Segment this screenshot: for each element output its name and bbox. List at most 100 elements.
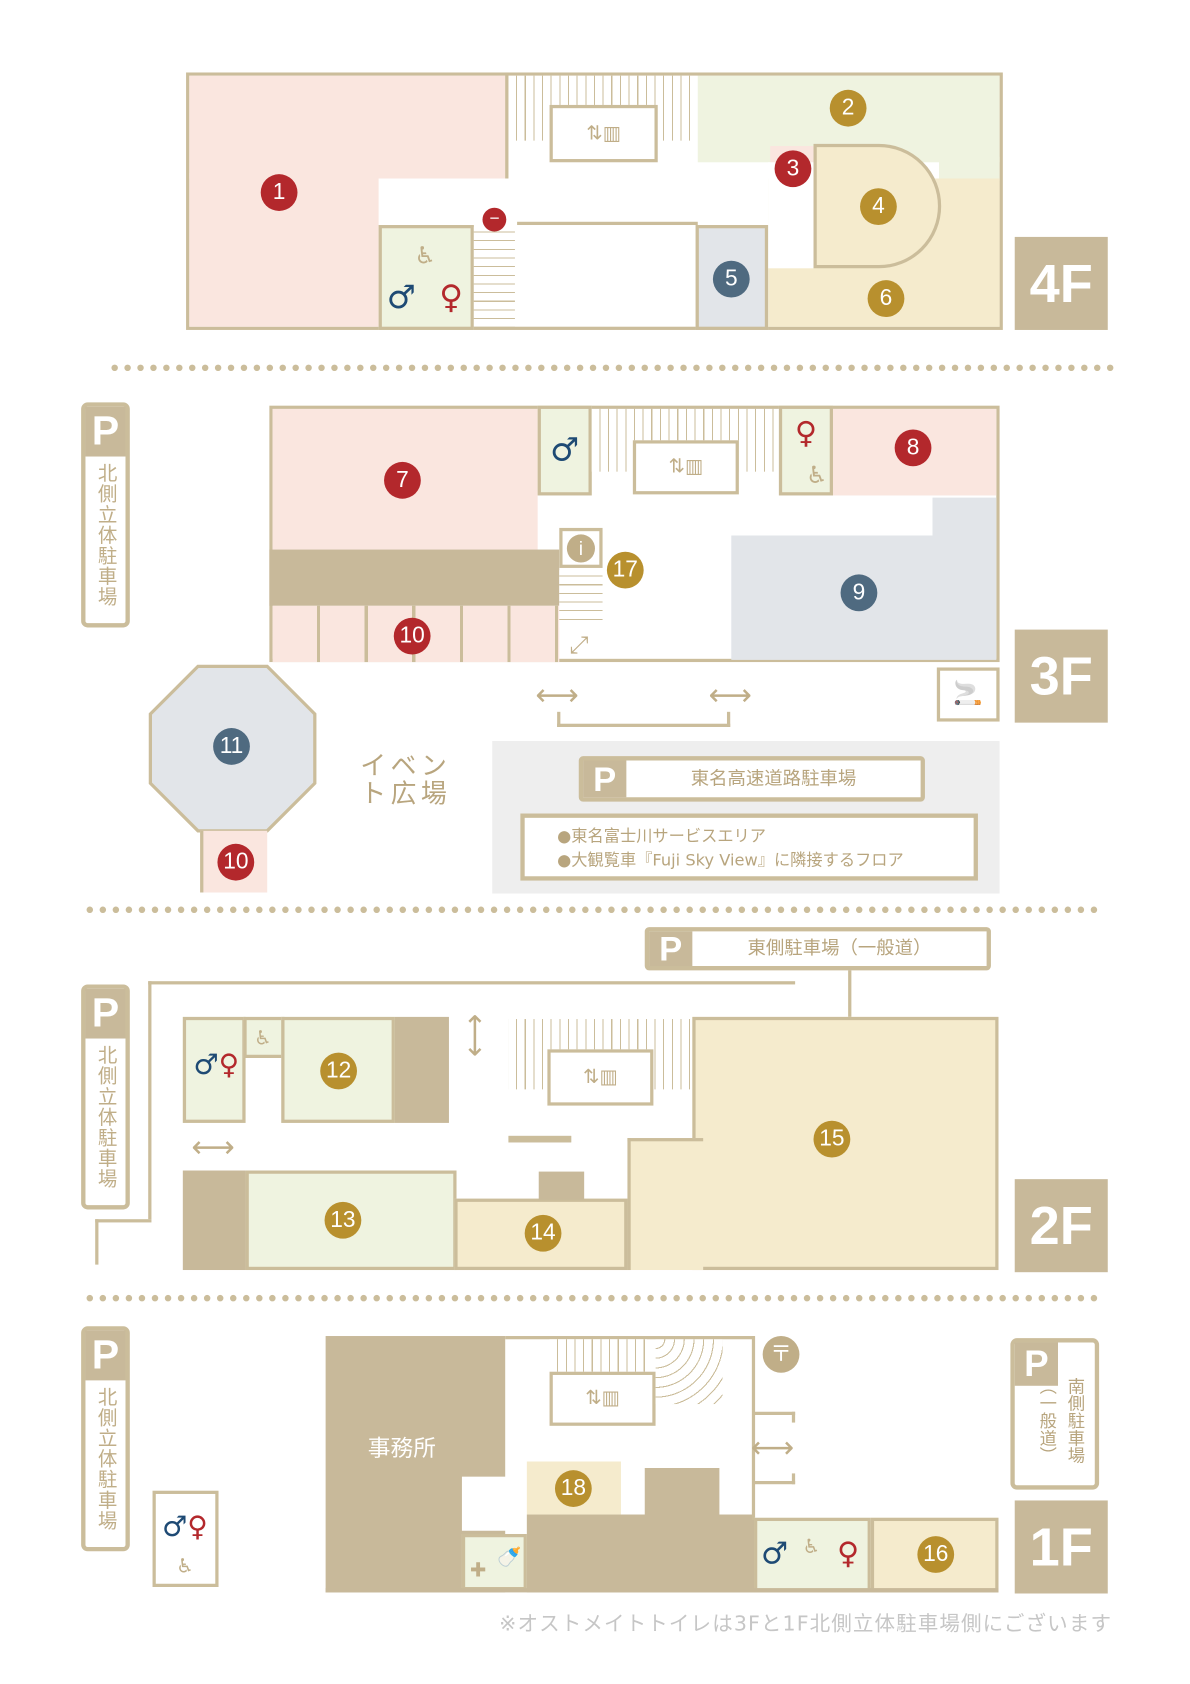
male-toilet-icon: ♂ xyxy=(386,278,416,317)
restroom-2f[interactable] xyxy=(182,1016,246,1123)
elevator-icon: ⇅▥ xyxy=(547,1049,654,1106)
south-parking-label: 南側駐車場（一般道） xyxy=(1036,1377,1086,1464)
north-parking-label: 北側立体駐車場 xyxy=(94,1045,118,1189)
back-area xyxy=(538,1171,585,1200)
shop-marker-9[interactable]: 9 xyxy=(840,574,878,612)
no-entry-icon: − xyxy=(482,207,507,232)
back-area xyxy=(394,1016,449,1123)
floor-label-3f[interactable]: 3F xyxy=(1014,629,1108,723)
escalator-icon: ⤢ xyxy=(569,632,589,660)
shop-marker-13[interactable]: 13 xyxy=(324,1201,362,1239)
walkway-outline xyxy=(148,981,796,1220)
floor-label-2f[interactable]: 2F xyxy=(1014,1179,1108,1273)
wheelchair-icon: ♿ xyxy=(802,1535,821,1559)
back-area xyxy=(182,1170,246,1271)
info-icon: i xyxy=(566,534,595,563)
entrance-arrow-icon: ⟷ xyxy=(458,1013,494,1057)
information-counter[interactable]: i xyxy=(559,527,603,568)
parking-p-icon: P xyxy=(85,988,126,1039)
shop-marker-1[interactable]: 1 xyxy=(260,174,298,211)
event-plaza-label: イベント広場 xyxy=(360,750,452,810)
wall xyxy=(754,1411,796,1423)
shop-marker-5[interactable]: 5 xyxy=(712,260,750,298)
shop-marker-3[interactable]: 3 xyxy=(774,150,812,188)
restroom-icon: ♂♀ xyxy=(193,1049,240,1082)
office-label: 事務所 xyxy=(367,1435,436,1462)
shop-marker-14[interactable]: 14 xyxy=(524,1214,562,1252)
wall xyxy=(505,72,509,179)
parking-p-icon: P xyxy=(85,406,126,457)
stairs xyxy=(473,227,515,327)
shop-marker-12[interactable]: 12 xyxy=(320,1052,357,1090)
entrance-arrow-icon: ⟷ xyxy=(191,1128,235,1165)
entrance-arrow-icon: ⟷ xyxy=(750,1429,795,1466)
back-area xyxy=(269,549,560,606)
stairs xyxy=(549,1339,647,1374)
wheelchair-icon: ♿ xyxy=(176,1555,194,1578)
wall xyxy=(754,1473,796,1485)
shop-marker-2[interactable]: 2 xyxy=(829,89,867,127)
east-parking-sign[interactable]: P 東側駐車場（一般道） xyxy=(644,927,991,971)
baby-bottle-icon: 🍼 xyxy=(497,1546,522,1570)
north-parking-sign-1f[interactable]: P 北側立体駐車場 xyxy=(81,1326,130,1552)
floor-label-4f[interactable]: 4F xyxy=(1014,236,1108,330)
floor-label-1f[interactable]: 1F xyxy=(1014,1500,1108,1594)
south-parking-sign[interactable]: P 南側駐車場（一般道） xyxy=(1010,1338,1100,1490)
female-toilet-icon: ♀ xyxy=(439,278,464,317)
north-parking-sign-3f[interactable]: P 北側立体駐車場 xyxy=(81,402,130,628)
restroom-4f[interactable] xyxy=(378,225,474,330)
spiral-stairs xyxy=(655,1339,723,1405)
shop-marker-11[interactable]: 11 xyxy=(213,728,250,765)
wheelchair-icon: ♿ xyxy=(254,1027,272,1050)
male-toilet-icon: ♂ xyxy=(550,431,580,469)
elevator-icon: ⇅▥ xyxy=(549,1371,656,1426)
smoking-area-icon[interactable]: 🚬 xyxy=(936,667,1000,722)
north-parking-sign-2f[interactable]: P 北側立体駐車場 xyxy=(81,984,130,1210)
wall xyxy=(751,1336,756,1520)
restroom-icon: ♂♀ xyxy=(162,1511,208,1544)
wall xyxy=(505,1336,755,1340)
note-service-area: ●東名富士川サービスエリア xyxy=(557,826,767,846)
wheelchair-icon: ♿ xyxy=(414,242,436,270)
female-toilet-icon: ♀ xyxy=(837,1535,860,1572)
male-toilet-icon: ♂ xyxy=(760,1535,789,1572)
entrance-arrow-icon: ⟷ xyxy=(708,676,752,713)
shop-1-area[interactable] xyxy=(189,75,509,179)
corridor xyxy=(461,1476,527,1531)
elevator-icon: ⇅▥ xyxy=(632,440,739,495)
shop-marker-7[interactable]: 7 xyxy=(384,461,421,499)
floor-divider xyxy=(86,906,1099,914)
wall xyxy=(508,1135,572,1143)
tomei-parking-sign[interactable]: P 東名高速道路駐車場 xyxy=(578,756,925,802)
shop-9-area-top xyxy=(932,497,997,541)
shop-marker-17[interactable]: 17 xyxy=(606,551,644,589)
entrance-bracket xyxy=(557,711,731,727)
floor-divider xyxy=(86,1294,1099,1302)
wheelchair-icon: ♿ xyxy=(806,462,828,490)
shop-marker-18[interactable]: 18 xyxy=(554,1470,592,1507)
female-restroom-3f[interactable] xyxy=(778,405,833,496)
shop-marker-6[interactable]: 6 xyxy=(867,280,905,317)
male-restroom-3f[interactable] xyxy=(537,405,592,496)
shop-marker-16[interactable]: 16 xyxy=(917,1536,955,1573)
shop-2-area-tail xyxy=(939,156,1000,181)
floor-divider xyxy=(111,364,1115,372)
parking-p-icon: P xyxy=(583,760,627,797)
shop-marker-10[interactable]: 10 xyxy=(393,617,431,655)
shop-marker-4[interactable]: 4 xyxy=(860,188,897,226)
shop-15-area-left xyxy=(627,1138,704,1271)
wall xyxy=(325,1588,999,1593)
note-fuji-sky-view: ●大観覧車『Fuji Sky View』に隣接するフロア xyxy=(557,850,904,870)
parking-p-icon: P xyxy=(1014,1342,1059,1386)
shop-marker-8[interactable]: 8 xyxy=(894,429,932,467)
shop-marker-15[interactable]: 15 xyxy=(813,1120,851,1158)
back-area xyxy=(526,1514,755,1593)
ostomate-restroom-1f[interactable] xyxy=(152,1490,219,1588)
walkway-line xyxy=(95,1219,152,1265)
shop-marker-10b[interactable]: 10 xyxy=(217,843,255,881)
parking-p-icon: P xyxy=(649,931,693,967)
elevator-icon: ⇅▥ xyxy=(549,104,658,163)
tomei-parking-label: 東名高速道路駐車場 xyxy=(690,768,857,790)
female-toilet-icon: ♀ xyxy=(794,414,818,451)
parking-p-icon: P xyxy=(85,1330,126,1381)
